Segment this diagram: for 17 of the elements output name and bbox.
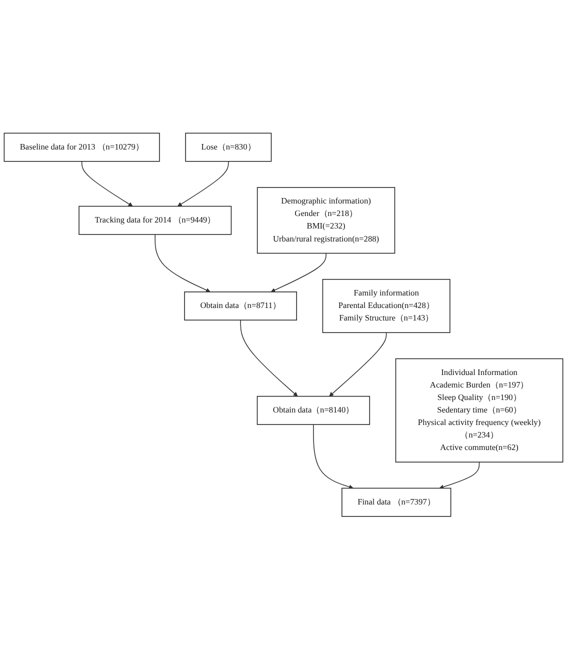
node-box: Final data （n=7397） [342, 488, 452, 517]
arrow [313, 424, 354, 490]
node-box: Family information Parental Education(n=428） Family Structure（n=143） [322, 279, 450, 334]
arrow [81, 161, 133, 207]
node-box: Lose（n=830） [185, 132, 272, 162]
node-box: Obtain data（n=8711） [184, 292, 297, 321]
arrow [177, 161, 229, 207]
node-box: Baseline data for 2013 （n=10279） [4, 132, 160, 162]
arrow [240, 320, 298, 397]
arrow [329, 332, 387, 397]
arrow [439, 462, 480, 490]
arrow [270, 253, 326, 292]
arrow [154, 234, 210, 292]
node-box: Obtain data（n=8140） [256, 396, 370, 426]
node-box: Demographic information) Gender（n=218） BMI(=232) Urban/rural registration(n=288) [256, 187, 396, 254]
node-box: Tracking data for 2014 （n=9449） [78, 206, 232, 236]
node-box: Individual Information Academic Burden（n=197） Sleep Quality（n=190） Sedentary time（n=60） Physical activity frequency (weekly)（n=234） Active commute(n=62) [395, 358, 564, 463]
